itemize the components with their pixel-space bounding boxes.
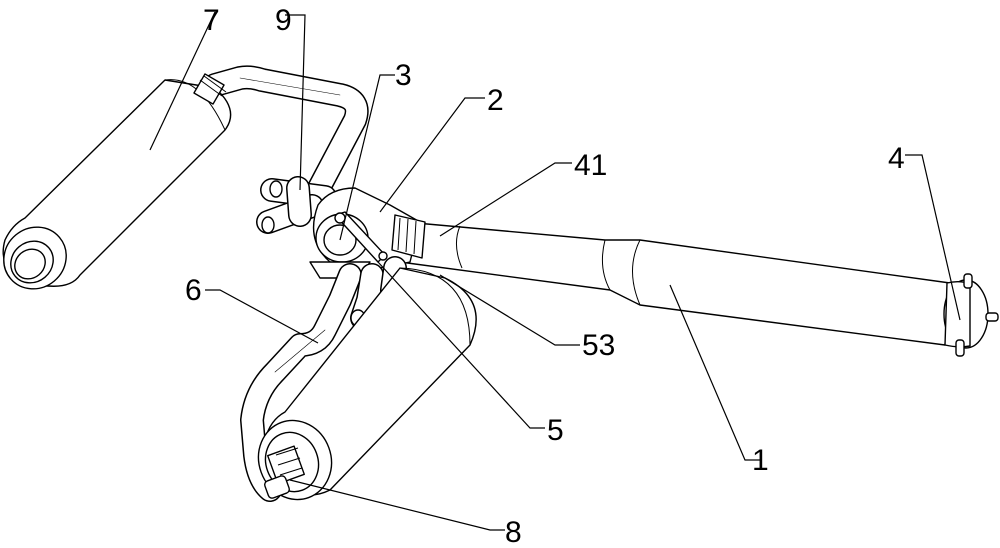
label-1: 1 [752,444,769,477]
label-6: 6 [185,274,202,307]
leader-7 [149,11,216,151]
leader-2 [379,97,485,213]
label-9: 9 [275,4,292,37]
label-4: 4 [888,142,905,175]
label-8: 8 [505,516,522,543]
leader-8 [289,479,505,531]
label-53: 53 [582,329,615,362]
leader-3 [339,74,395,241]
leader-lines [149,11,961,531]
upper-pipe-frame [203,65,369,234]
leader-5 [377,261,545,429]
label-7: 7 [203,4,220,37]
leader-1 [669,284,760,461]
leader-6 [205,289,319,344]
label-2: 2 [487,84,504,117]
valve-assembly [309,187,426,279]
leader-4 [905,154,961,321]
leader-41 [439,162,572,237]
handle-tube-1 [399,221,999,357]
leader-53 [439,274,580,346]
label-3: 3 [395,59,412,92]
label-41: 41 [574,149,607,182]
cylinder-5 [257,267,477,501]
label-5: 5 [547,414,564,447]
leader-9 [285,14,306,191]
reference-numerals: 7 9 3 2 41 4 6 53 5 1 8 [185,4,905,548]
cylinder-7 [2,73,232,290]
